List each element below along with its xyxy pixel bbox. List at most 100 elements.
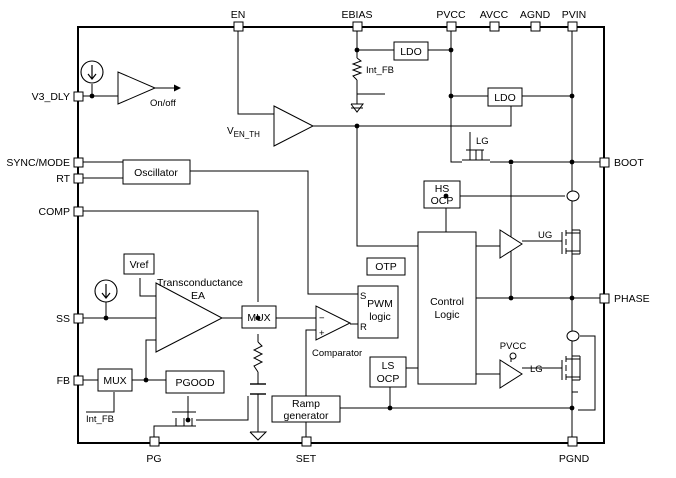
ramp-label-2: generator — [284, 410, 329, 422]
ldo-top-label: LDO — [400, 46, 422, 58]
pin-label-rt: RT — [56, 173, 70, 185]
ground-symbols — [249, 103, 364, 441]
comparator-label: Comparator — [312, 348, 362, 359]
transconductance-label: Transconductance — [157, 277, 243, 289]
pin-set — [301, 436, 312, 447]
lg-top-transistor-icon — [462, 149, 490, 161]
lg-top-label: LG — [476, 136, 489, 147]
mux-fb-label: MUX — [103, 375, 126, 387]
pin-label-sync: SYNC/MODE — [6, 157, 70, 169]
control-label-1: Control — [430, 296, 464, 308]
pin-label-ss: SS — [56, 313, 70, 325]
ug-driver-icon — [499, 229, 523, 259]
pgood-label: PGOOD — [175, 377, 215, 389]
pin-pvcc — [446, 21, 457, 32]
ls-ocp-label-1: LS — [382, 360, 395, 372]
pin-phase — [599, 293, 610, 304]
pin-ss — [73, 313, 84, 324]
pin-label-en: EN — [231, 9, 246, 21]
comparator-plus: + — [319, 328, 325, 339]
hs-ocp-box — [423, 180, 461, 209]
pvcc-node-icon — [509, 352, 517, 360]
lg-transistor-icon — [561, 356, 581, 380]
pin-pvin — [567, 21, 578, 32]
pgood-box — [165, 370, 225, 394]
oscillator-label: Oscillator — [134, 167, 178, 179]
current-sense-icons — [566, 190, 580, 342]
ea-label: EA — [191, 290, 205, 302]
ldo-mid-label: LDO — [494, 92, 516, 104]
pin-label-avcc: AVCC — [480, 9, 509, 21]
pwm-r-label: R — [360, 322, 367, 333]
resistors — [252, 57, 363, 373]
pin-v3dly — [73, 91, 84, 102]
ls-ocp-label-2: OCP — [377, 373, 400, 385]
lg-driver-icon — [499, 359, 523, 389]
oscillator-box — [122, 159, 191, 185]
v3dly-buffer-icon — [117, 71, 157, 105]
pin-label-set: SET — [296, 453, 317, 465]
pin-avcc — [489, 21, 500, 32]
pin-pg — [149, 436, 160, 447]
pin-label-phase: PHASE — [614, 293, 650, 305]
pin-label-pvin: PVIN — [562, 9, 587, 21]
int-fb-bottom-label: Int_FB — [86, 414, 114, 425]
pwm-label-2: logic — [369, 311, 391, 323]
control-label-2: Logic — [434, 309, 459, 321]
mux-fb-box — [97, 368, 133, 392]
current-source-icons — [80, 60, 118, 303]
pin-rt — [73, 173, 84, 184]
pwm-label-1: PWM — [367, 298, 393, 310]
pin-pgnd — [567, 436, 578, 447]
mosfets — [170, 149, 581, 427]
pwm-logic-box — [357, 285, 399, 339]
pwm-comparator-icon — [315, 305, 352, 341]
junction-dots — [89, 47, 575, 423]
current-source-arrows — [87, 65, 111, 299]
lg-bottom-label: LG — [530, 364, 543, 375]
pwm-s-label: S — [360, 291, 366, 302]
pin-agnd — [530, 21, 541, 32]
pin-label-boot: BOOT — [614, 157, 644, 169]
pin-boot — [599, 157, 610, 168]
comparator-minus: − — [319, 313, 325, 324]
vref-label: Vref — [130, 259, 149, 271]
pvcc-inner-label: PVCC — [500, 341, 527, 352]
pin-label-ebias: EBIAS — [342, 9, 373, 21]
hs-ocp-label-1: HS — [435, 183, 450, 195]
ramp-label-1: Ramp — [292, 398, 320, 410]
chip-outline — [77, 26, 605, 444]
v-en-th-label: VEN_TH — [227, 126, 260, 139]
pin-label-fb: FB — [57, 375, 70, 387]
int-fb-top-label: Int_FB — [366, 65, 394, 76]
ea-amplifier-icon — [155, 282, 224, 353]
pin-label-comp: COMP — [39, 206, 71, 218]
ldo-top-box — [393, 41, 429, 61]
amplifiers — [117, 71, 523, 389]
v-en-th-main: V — [227, 126, 234, 137]
capacitor — [250, 383, 266, 395]
pin-comp — [73, 206, 84, 217]
pin-en — [233, 21, 244, 32]
mux-ea-label: MUX — [247, 312, 270, 324]
pin-label-pg: PG — [146, 453, 161, 465]
ldo-mid-box — [487, 87, 523, 107]
otp-label: OTP — [375, 261, 397, 273]
pin-sync — [73, 157, 84, 168]
wiring — [78, 27, 604, 441]
on-off-label: On/off — [150, 98, 176, 109]
en-comparator-icon — [273, 105, 315, 147]
pin-label-pgnd: PGND — [559, 453, 590, 465]
otp-box — [366, 257, 406, 276]
ug-label: UG — [538, 230, 552, 241]
pin-label-v3dly: V3_DLY — [32, 91, 70, 103]
pin-ebias — [352, 21, 363, 32]
ramp-generator-box — [271, 395, 341, 423]
ug-transistor-icon — [561, 230, 581, 254]
pin-fb — [73, 375, 84, 386]
blocks — [97, 41, 523, 423]
hs-ocp-label-2: OCP — [431, 195, 454, 207]
vref-box — [123, 253, 155, 275]
pgood-transistor-icon — [170, 411, 196, 427]
